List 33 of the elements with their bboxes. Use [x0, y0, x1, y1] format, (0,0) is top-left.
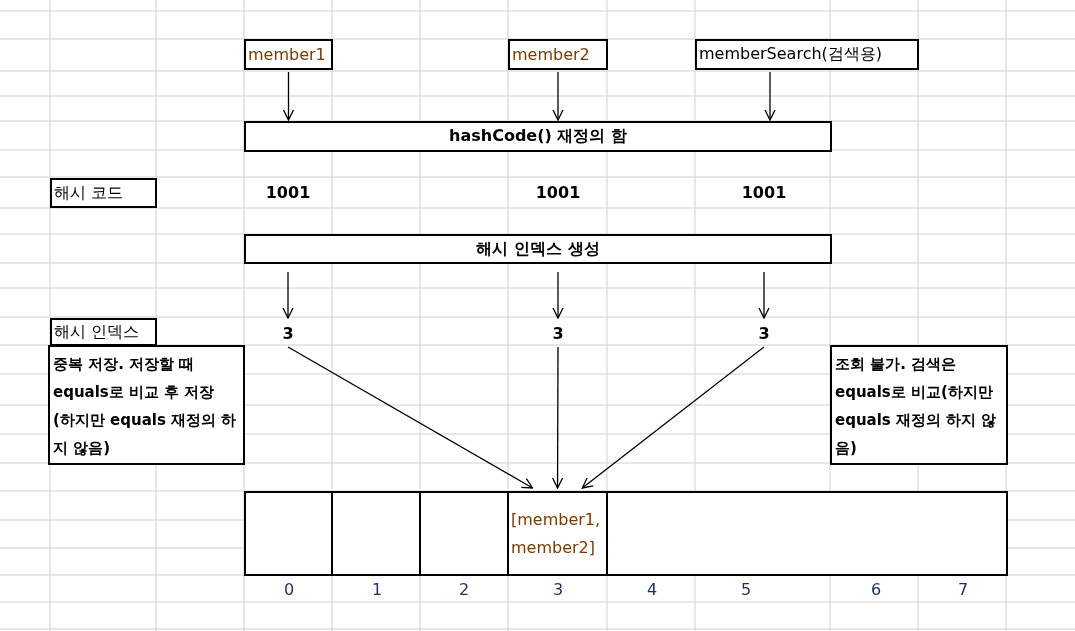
index-number: 7 — [957, 580, 969, 599]
bucket-cell: [member1, member2] — [507, 491, 608, 576]
arrow — [581, 346, 765, 489]
variable-box: member1 — [244, 39, 333, 70]
hash-index-value: 3 — [752, 321, 776, 345]
arrow — [552, 71, 564, 121]
arrow — [282, 71, 295, 121]
hash-code-value: 1001 — [741, 183, 787, 202]
index-number: 0 — [283, 580, 295, 599]
note-box: 조회 불가. 검색은 equals로 비교(하지만 equals 재정의 하지 않음) — [830, 345, 1008, 465]
arrow — [552, 271, 564, 319]
variable-box: member2 — [508, 39, 608, 70]
index-number: 5 — [740, 580, 752, 599]
arrow — [758, 271, 770, 319]
hash-code-value: 1001 — [535, 183, 581, 202]
arrow — [287, 346, 534, 489]
process-box: hashCode() 재정의 함 — [244, 121, 832, 152]
process-box: 해시 인덱스 생성 — [244, 234, 832, 264]
arrow — [764, 71, 776, 121]
arrow — [282, 271, 294, 319]
hash-index-value: 3 — [546, 321, 570, 345]
index-number: 4 — [646, 580, 658, 599]
row-header: 해시 코드 — [50, 178, 157, 208]
index-number: 2 — [458, 580, 470, 599]
index-number: 6 — [870, 580, 882, 599]
index-number: 3 — [552, 580, 564, 599]
hash-index-value: 3 — [276, 321, 300, 345]
arrow — [551, 346, 564, 489]
hash-code-value: 1001 — [265, 183, 311, 202]
variable-box: memberSearch(검색용) — [695, 39, 919, 70]
row-header: 해시 인덱스 — [50, 318, 157, 346]
index-number: 1 — [371, 580, 383, 599]
note-box: 중복 저장. 저장할 때 equals로 비교 후 저장 (하지만 equals 재정의 하지 않음) — [48, 345, 245, 465]
